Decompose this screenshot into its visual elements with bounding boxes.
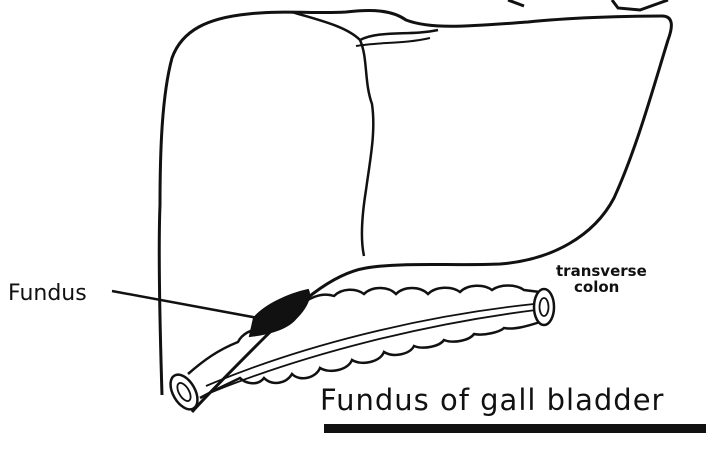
ligament-line-2 [356,38,430,46]
diagram-title: Fundus of gall bladder [320,383,664,417]
corner-scribble [508,0,668,10]
liver-lobe-divider [292,12,373,256]
liver-outline [159,11,671,412]
colon-label-line2: colon [574,278,619,296]
fundus-leader-line [112,291,258,318]
fundus-label: Fundus [8,281,87,306]
colon-right-cut-end [534,289,554,325]
title-underline [324,424,706,433]
